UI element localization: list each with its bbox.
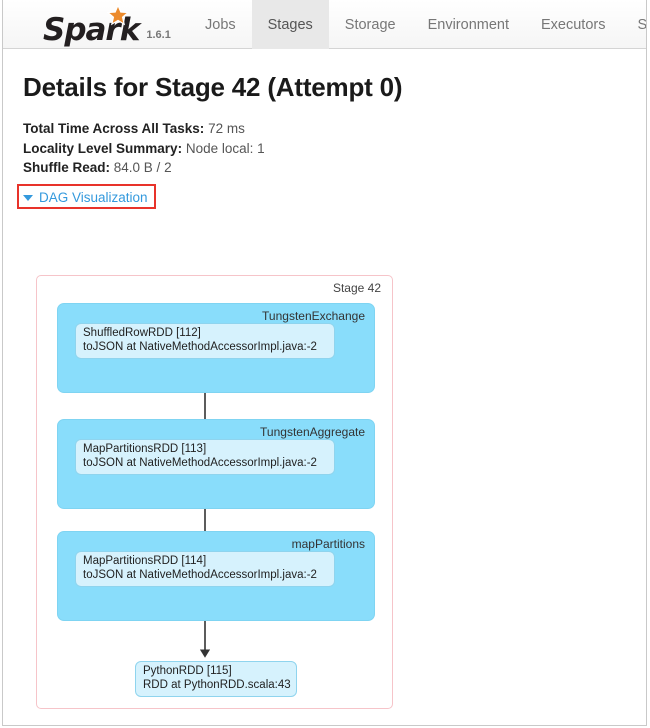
tab-jobs[interactable]: Jobs bbox=[205, 16, 236, 33]
dag-cluster-label: TungstenExchange bbox=[262, 309, 365, 323]
dag-node-callsite: toJSON at NativeMethodAccessorImpl.java:… bbox=[83, 340, 317, 353]
dag-node-callsite: RDD at PythonRDD.scala:43 bbox=[143, 678, 291, 691]
dag-visualization-toggle[interactable]: DAG Visualization bbox=[23, 189, 148, 206]
summary-row-locality: Locality Level Summary: Node local: 1 bbox=[23, 139, 626, 159]
chevron-down-icon bbox=[23, 194, 33, 201]
summary-label: Total Time Across All Tasks: bbox=[23, 121, 205, 136]
dag-visualization-container: Stage 42 TungstenExchange TungstenAggreg… bbox=[36, 275, 393, 709]
tab-environment[interactable]: Environment bbox=[427, 16, 509, 33]
dag-node-callsite: toJSON at NativeMethodAccessorImpl.java:… bbox=[83, 568, 317, 581]
summary-label: Locality Level Summary: bbox=[23, 140, 183, 156]
summary-row-shuffle-read: Shuffle Read: 84.0 B / 2 bbox=[23, 158, 626, 178]
spark-wordmark: Spark bbox=[43, 12, 140, 48]
dag-node-callsite: toJSON at NativeMethodAccessorImpl.java:… bbox=[83, 456, 317, 469]
tab-sql[interactable]: SQL bbox=[637, 16, 647, 33]
dag-node-title: MapPartitionsRDD [114] bbox=[83, 555, 207, 567]
summary-value: 72 ms bbox=[208, 121, 245, 136]
stage-summary: Total Time Across All Tasks: 72 ms Local… bbox=[23, 119, 626, 178]
dag-node-shuffledrowrdd-112[interactable]: ShuffledRowRDD [112] toJSON at NativeMet… bbox=[75, 323, 335, 359]
tab-storage[interactable]: Storage bbox=[344, 16, 396, 33]
dag-node-title: ShuffledRowRDD [112] bbox=[83, 327, 201, 339]
spark-logo-brand[interactable]: Spark 1.6.1 bbox=[43, 2, 171, 47]
tab-stages[interactable]: Stages bbox=[251, 0, 329, 49]
dag-node-mappartitionsrdd-114[interactable]: MapPartitionsRDD [114] toJSON at NativeM… bbox=[75, 551, 335, 587]
dag-stage-label: Stage 42 bbox=[332, 281, 381, 295]
dag-node-title: MapPartitionsRDD [113] bbox=[83, 443, 207, 455]
dag-node-pythonrdd-115[interactable]: PythonRDD [115] RDD at PythonRDD.scala:4… bbox=[135, 661, 297, 697]
summary-value: Node local: 1 bbox=[185, 140, 265, 156]
summary-row-total-time: Total Time Across All Tasks: 72 ms bbox=[23, 119, 626, 139]
dag-cluster-label: mapPartitions bbox=[291, 537, 365, 551]
main-content: Details for Stage 42 (Attempt 0) Total T… bbox=[3, 49, 646, 709]
nav-tabs: Jobs Stages Storage Environment Executor… bbox=[189, 0, 647, 49]
dag-node-title: PythonRDD [115] bbox=[143, 665, 232, 677]
dag-node-mappartitionsrdd-113[interactable]: MapPartitionsRDD [113] toJSON at NativeM… bbox=[75, 439, 335, 475]
tab-executors[interactable]: Executors bbox=[541, 16, 606, 33]
summary-value: 84.0 B / 2 bbox=[113, 160, 172, 175]
summary-label: Shuffle Read: bbox=[23, 160, 111, 175]
spark-version-label: 1.6.1 bbox=[146, 29, 171, 41]
page-title: Details for Stage 42 (Attempt 0) bbox=[23, 72, 403, 102]
dag-visualization-toggle-label: DAG Visualization bbox=[39, 190, 148, 205]
navbar: Spark 1.6.1 Jobs Stages Storage Environm… bbox=[3, 0, 646, 49]
dag-cluster-label: TungstenAggregate bbox=[260, 425, 365, 439]
dag-visualization-toggle-wrapper: DAG Visualization bbox=[17, 183, 156, 209]
